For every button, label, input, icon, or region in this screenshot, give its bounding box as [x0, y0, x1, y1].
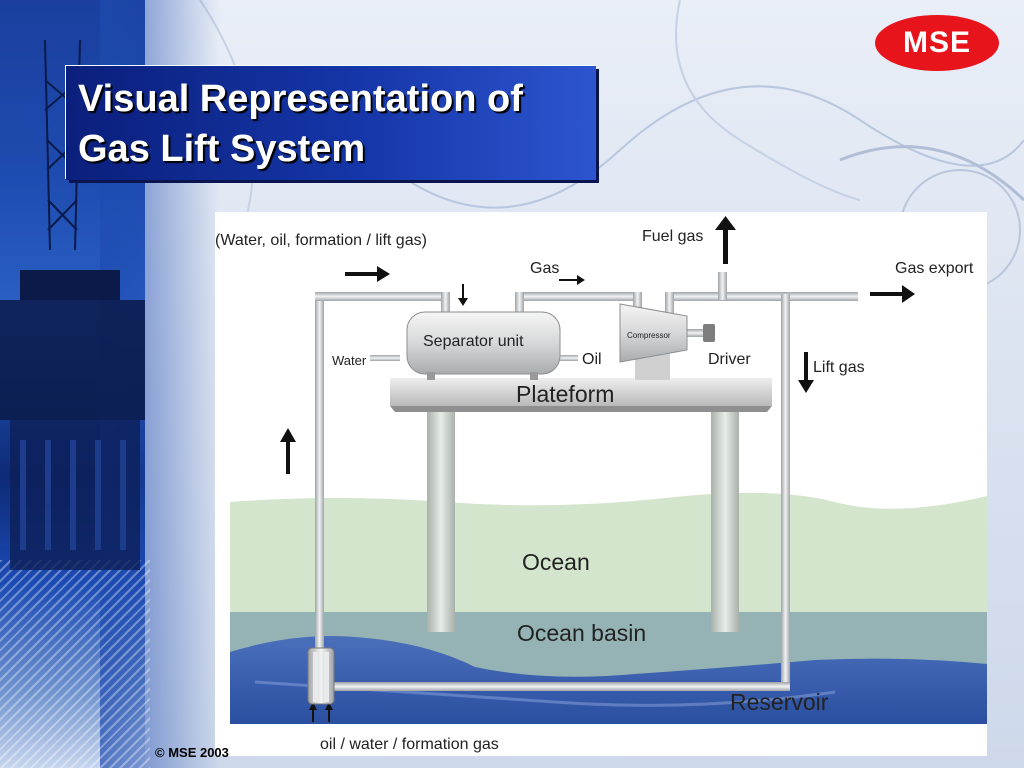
logo-ellipse-icon: [875, 15, 999, 71]
diagram-drawing: [230, 216, 987, 724]
gas-lift-diagram: (Water, oil, formation / lift gas) Gas F…: [215, 212, 987, 756]
copyright-footer: © MSE 2003: [155, 745, 229, 760]
background-water-sparkle: [0, 560, 150, 768]
down-arrow-small-icon: [458, 284, 468, 306]
separator-unit: [406, 311, 561, 380]
label-compressor: Compressor: [627, 331, 671, 340]
bottom-right-arrow-icon: [325, 702, 333, 722]
pipe-network: [315, 272, 858, 691]
label-water: Water: [332, 353, 367, 368]
platform-leg-left: [427, 407, 455, 632]
label-gas-export: Gas export: [895, 260, 974, 277]
slide-title-box: Visual Representation of Gas Lift System: [66, 66, 596, 180]
label-fuel-gas: Fuel gas: [642, 228, 704, 245]
inflow-arrow-icon: [345, 266, 390, 282]
platform-deck: [390, 378, 772, 412]
ocean-layer: [230, 492, 987, 614]
well-tubing: [307, 647, 335, 705]
flow-arrows: [280, 216, 915, 722]
bottom-left-arrow-icon: [309, 702, 317, 722]
label-inflow: (Water, oil, formation / lift gas): [215, 232, 427, 249]
compressor: [619, 303, 715, 380]
gas-arrow-icon: [559, 275, 585, 285]
rise-up-arrow-icon: [280, 428, 296, 474]
label-ocean: Ocean: [522, 549, 590, 575]
label-lift-gas: Lift gas: [813, 359, 865, 376]
lift-gas-down-arrow-icon: [798, 352, 814, 393]
label-separator-unit: Separator unit: [423, 333, 524, 350]
mse-logo: MSE: [874, 14, 1000, 72]
label-platform: Plateform: [516, 381, 615, 407]
gas-export-arrow-icon: [870, 285, 915, 303]
label-oil: Oil: [582, 351, 602, 368]
label-ocean-basin: Ocean basin: [517, 620, 647, 646]
logo-text: MSE: [902, 26, 971, 59]
label-gas: Gas: [530, 260, 560, 277]
fuel-gas-up-arrow-icon: [715, 216, 736, 264]
oil-rig-silhouette-icon: [0, 39, 145, 570]
label-driver: Driver: [708, 351, 751, 368]
slide-title: Visual Representation of Gas Lift System: [78, 74, 588, 174]
slide-title-line-1: Visual Representation of: [78, 78, 523, 120]
label-bottom-flow: oil / water / formation gas: [320, 736, 499, 753]
slide-title-line-2: Gas Lift System: [78, 128, 366, 170]
platform-leg-right: [711, 407, 739, 632]
label-reservoir: Reservoir: [730, 689, 829, 715]
